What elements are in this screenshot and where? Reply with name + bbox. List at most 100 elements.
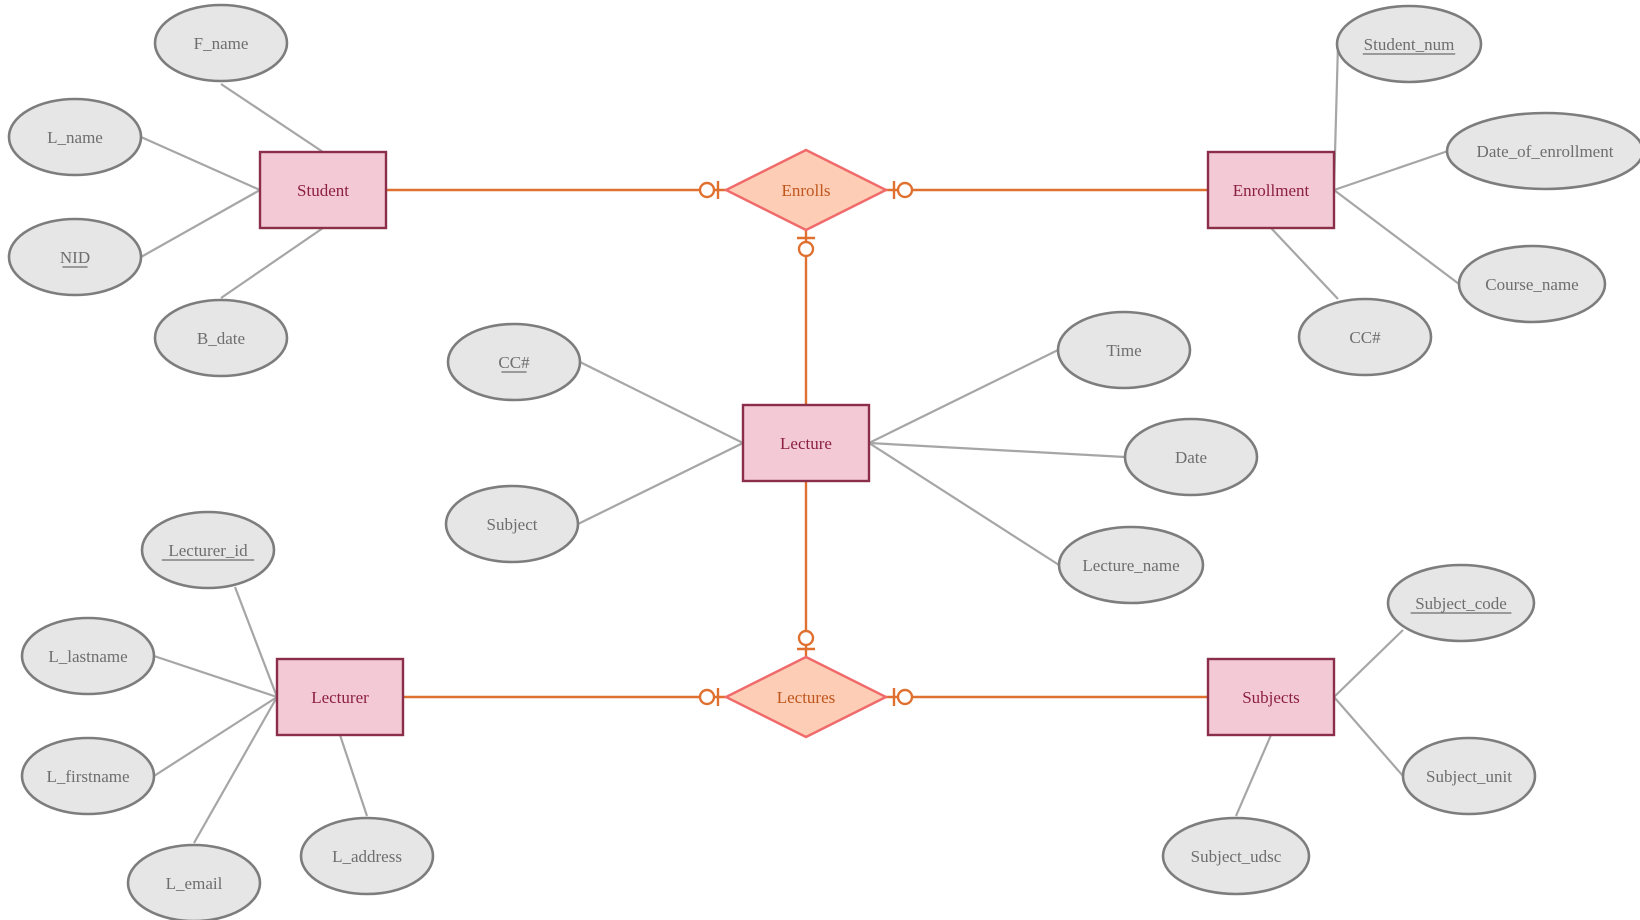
entity-lecture[interactable]: Lecture [741,403,871,483]
attribute-label: Student_num [1364,35,1455,54]
attribute-link-subjects-subject-code [1333,629,1404,698]
entity-label: Enrollment [1233,181,1310,200]
key-attribute-lecturer-lecturer-id[interactable]: Lecturer_id [140,510,276,590]
attribute-ellipse [7,217,143,297]
attribute-link-lecture-time [868,349,1059,444]
entity-student[interactable]: Student [258,150,388,230]
relationship-enrolls[interactable]: Enrolls [723,148,889,232]
attribute-ellipse [1057,525,1205,605]
attribute-ellipse [153,3,289,83]
attribute-ellipse [1335,4,1483,84]
attribute-link-enrollment-date-of-enrollment [1333,149,1449,192]
attribute-ellipse [20,736,156,816]
cardinality-zero-one-lectures-left [698,688,720,706]
attribute-lecturer-l-address[interactable]: L_address [299,816,435,896]
attribute-link-lecturer-l-lastname [153,654,278,699]
attribute-ellipse [1297,297,1433,377]
entity-box [275,657,405,737]
relationship-lectures[interactable]: Lectures [723,655,889,739]
attribute-label: Lecture_name [1082,556,1179,575]
attribute-student-l-name[interactable]: L_name [7,97,143,177]
attribute-ellipse [1123,417,1259,497]
attribute-lecture-date[interactable]: Date [1123,417,1259,497]
relationship-diamond [723,655,889,739]
attribute-label: L_firstname [46,767,129,786]
entity-label: Subjects [1242,688,1300,707]
attribute-label: Subject_code [1415,594,1507,613]
attribute-link-lecturer-l-firstname [153,696,278,777]
entity-box [258,150,388,230]
key-attribute-student-nid[interactable]: NID [7,217,143,297]
attribute-ellipse [1386,563,1536,643]
attribute-link-student-nid [140,189,261,258]
attribute-ellipse [444,484,580,564]
attribute-subjects-subject-unit[interactable]: Subject_unit [1401,736,1537,816]
attribute-label: Subject_udsc [1191,847,1282,866]
attribute-enrollment-date-of-enrollment[interactable]: Date_of_enrollment [1445,111,1640,191]
attribute-label: Subject [487,515,538,534]
attribute-label: Date_of_enrollment [1477,142,1614,161]
attribute-ellipse [299,816,435,896]
cardinality-zero-one-lectures-top [797,629,815,651]
entity-box [1206,657,1336,737]
entity-label: Lecture [780,434,832,453]
attribute-link-subjects-subject-unit [1333,696,1404,777]
attribute-ellipse [20,616,156,696]
attribute-subjects-subject-udsc[interactable]: Subject_udsc [1161,816,1311,896]
entity-enrollment[interactable]: Enrollment [1206,150,1336,230]
cardinality-zero-one-lectures-right [892,688,914,706]
attribute-ellipse [7,97,143,177]
attribute-enrollment-course-name[interactable]: Course_name [1457,244,1607,324]
attribute-student-b-date[interactable]: B_date [153,298,289,378]
attribute-enrollment-cc[interactable]: CC# [1297,297,1433,377]
attribute-link-lecturer-l-address [338,734,369,817]
attribute-lecturer-l-email[interactable]: L_email [126,843,262,920]
attribute-label: L_email [166,874,223,893]
key-attribute-subjects-subject-code[interactable]: Subject_code [1386,563,1536,643]
attribute-link-student-f-name [220,83,324,153]
attribute-ellipse [140,510,276,590]
attribute-link-subjects-subject-udsc [1234,734,1273,817]
attribute-label: L_address [332,847,402,866]
attribute-student-f-name[interactable]: F_name [153,3,289,83]
attribute-link-student-l-name [140,135,261,192]
attribute-lecture-subject[interactable]: Subject [444,484,580,564]
attribute-label: Time [1106,341,1141,360]
relationship-label: Lectures [777,688,836,707]
attribute-ellipse [446,322,582,402]
attribute-label: L_lastname [48,647,127,666]
attribute-link-lecturer-lecturer-id [233,586,279,698]
attribute-ellipse [1161,816,1311,896]
attribute-lecture-time[interactable]: Time [1056,310,1192,390]
entity-label: Student [297,181,349,200]
cardinality-markers [698,181,914,706]
attribute-ellipse [1445,111,1640,191]
cardinality-zero-one-enrolls-right [892,181,914,199]
attribute-label: CC# [498,353,530,372]
entity-lecturer[interactable]: Lecturer [275,657,405,737]
attribute-label: L_name [47,128,103,147]
attribute-link-enrollment-course-name [1333,189,1460,285]
attribute-lecturer-l-firstname[interactable]: L_firstname [20,736,156,816]
attribute-label: Subject_unit [1426,767,1512,786]
key-attribute-enrollment-student-num[interactable]: Student_num [1335,4,1483,84]
attribute-label: Date [1175,448,1207,467]
attribute-label: B_date [197,329,245,348]
attribute-ellipse [126,843,262,920]
attribute-label: Course_name [1485,275,1578,294]
attribute-lecturer-l-lastname[interactable]: L_lastname [20,616,156,696]
attribute-label: CC# [1349,328,1381,347]
attribute-link-lecturer-l-email [193,696,278,844]
entity-box [741,403,871,483]
entity-subjects[interactable]: Subjects [1206,657,1336,737]
cardinality-zero-one-enrolls-bottom [797,236,815,258]
attribute-lecture-lecture-name[interactable]: Lecture_name [1057,525,1205,605]
entity-label: Lecturer [311,688,369,707]
attribute-label: F_name [194,34,249,53]
key-attribute-lecture-cc[interactable]: CC# [446,322,582,402]
attribute-ellipse [1457,244,1607,324]
entity-box [1206,150,1336,230]
